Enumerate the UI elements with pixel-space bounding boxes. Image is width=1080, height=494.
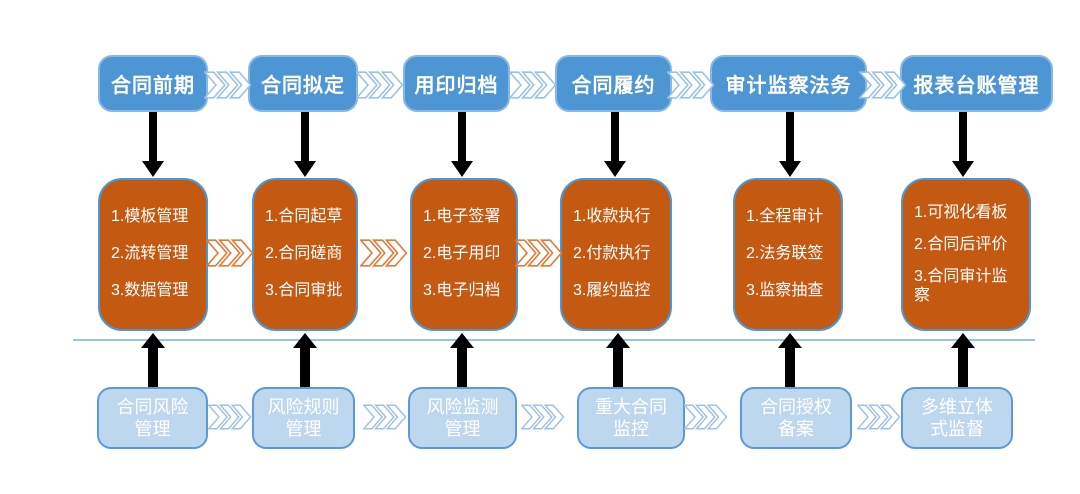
triple-chevron-right-icon <box>667 71 715 99</box>
arrow-up-icon <box>778 333 802 388</box>
triple-chevron-right-icon <box>363 404 407 430</box>
function-box-2: 1.合同起草 2.合同磋商 3.合同审批 <box>252 178 358 331</box>
stage-box-2: 合同拟定 <box>248 55 358 112</box>
function-box-5: 1.全程审计 2.法务联签 3.监察抽查 <box>733 178 843 331</box>
stage-box-6: 报表台账管理 <box>900 55 1053 112</box>
function-box-3: 1.电子签署 2.电子用印 3.电子归档 <box>410 178 518 331</box>
arrow-up-icon <box>450 333 474 388</box>
arrow-down-icon <box>451 112 473 177</box>
function-item: 1.收款执行 <box>573 208 651 226</box>
arrow-up-icon <box>293 333 317 388</box>
function-item: 1.合同起草 <box>265 208 343 226</box>
function-item: 3.履约监控 <box>573 282 651 300</box>
support-box-5: 合同授权 备案 <box>740 387 852 449</box>
function-item: 1.全程审计 <box>746 208 824 226</box>
arrow-down-icon <box>952 112 974 177</box>
function-item: 3.数据管理 <box>111 282 189 300</box>
triple-chevron-right-icon <box>206 239 254 267</box>
function-item: 3.合同审批 <box>265 282 343 300</box>
arrow-down-icon <box>604 112 626 177</box>
triple-chevron-right-icon <box>859 71 907 99</box>
stage-box-1: 合同前期 <box>98 55 208 112</box>
support-box-6: 多维立体 式监督 <box>901 387 1013 449</box>
arrow-down-icon <box>142 112 164 177</box>
triple-chevron-right-icon <box>515 239 563 267</box>
support-box-1: 合同风险 管理 <box>97 387 208 449</box>
arrow-up-icon <box>606 333 630 388</box>
function-item: 3.合同审计监察 <box>914 268 1008 304</box>
triple-chevron-right-icon <box>204 71 252 99</box>
divider-line <box>73 339 1035 341</box>
stage-box-3: 用印归档 <box>403 55 510 112</box>
function-item: 3.电子归档 <box>423 282 501 300</box>
stage-box-5: 审计监察法务 <box>710 55 867 112</box>
function-box-1: 1.模板管理 2.流转管理 3.数据管理 <box>98 178 208 331</box>
support-box-4: 重大合同 监控 <box>577 387 685 449</box>
function-item: 1.模板管理 <box>111 208 189 226</box>
arrow-up-icon <box>951 333 975 388</box>
function-item: 1.可视化看板 <box>914 203 1008 221</box>
arrow-down-icon <box>779 112 801 177</box>
triple-chevron-right-icon <box>857 404 901 430</box>
function-item: 1.电子签署 <box>423 208 501 226</box>
function-box-6: 1.可视化看板 2.合同后评价 3.合同审计监察 <box>901 178 1031 331</box>
triple-chevron-right-icon <box>208 404 252 430</box>
function-item: 2.合同磋商 <box>265 245 343 263</box>
support-box-3: 风险监测 管理 <box>408 387 517 449</box>
function-item: 3.监察抽查 <box>746 282 824 300</box>
arrow-up-icon <box>141 333 165 388</box>
function-item: 2.法务联签 <box>746 245 824 263</box>
function-item: 2.付款执行 <box>573 245 651 263</box>
function-item: 2.合同后评价 <box>914 236 1008 254</box>
triple-chevron-right-icon <box>356 71 404 99</box>
support-box-2: 风险规则 管理 <box>252 387 355 449</box>
function-item: 2.电子用印 <box>423 245 501 263</box>
function-box-4: 1.收款执行 2.付款执行 3.履约监控 <box>560 178 672 331</box>
triple-chevron-right-icon <box>684 404 728 430</box>
triple-chevron-right-icon <box>509 71 557 99</box>
triple-chevron-right-icon <box>360 239 408 267</box>
function-item: 2.流转管理 <box>111 245 189 263</box>
triple-chevron-right-icon <box>521 404 565 430</box>
arrow-down-icon <box>294 112 316 177</box>
stage-box-4: 合同履约 <box>555 55 672 112</box>
